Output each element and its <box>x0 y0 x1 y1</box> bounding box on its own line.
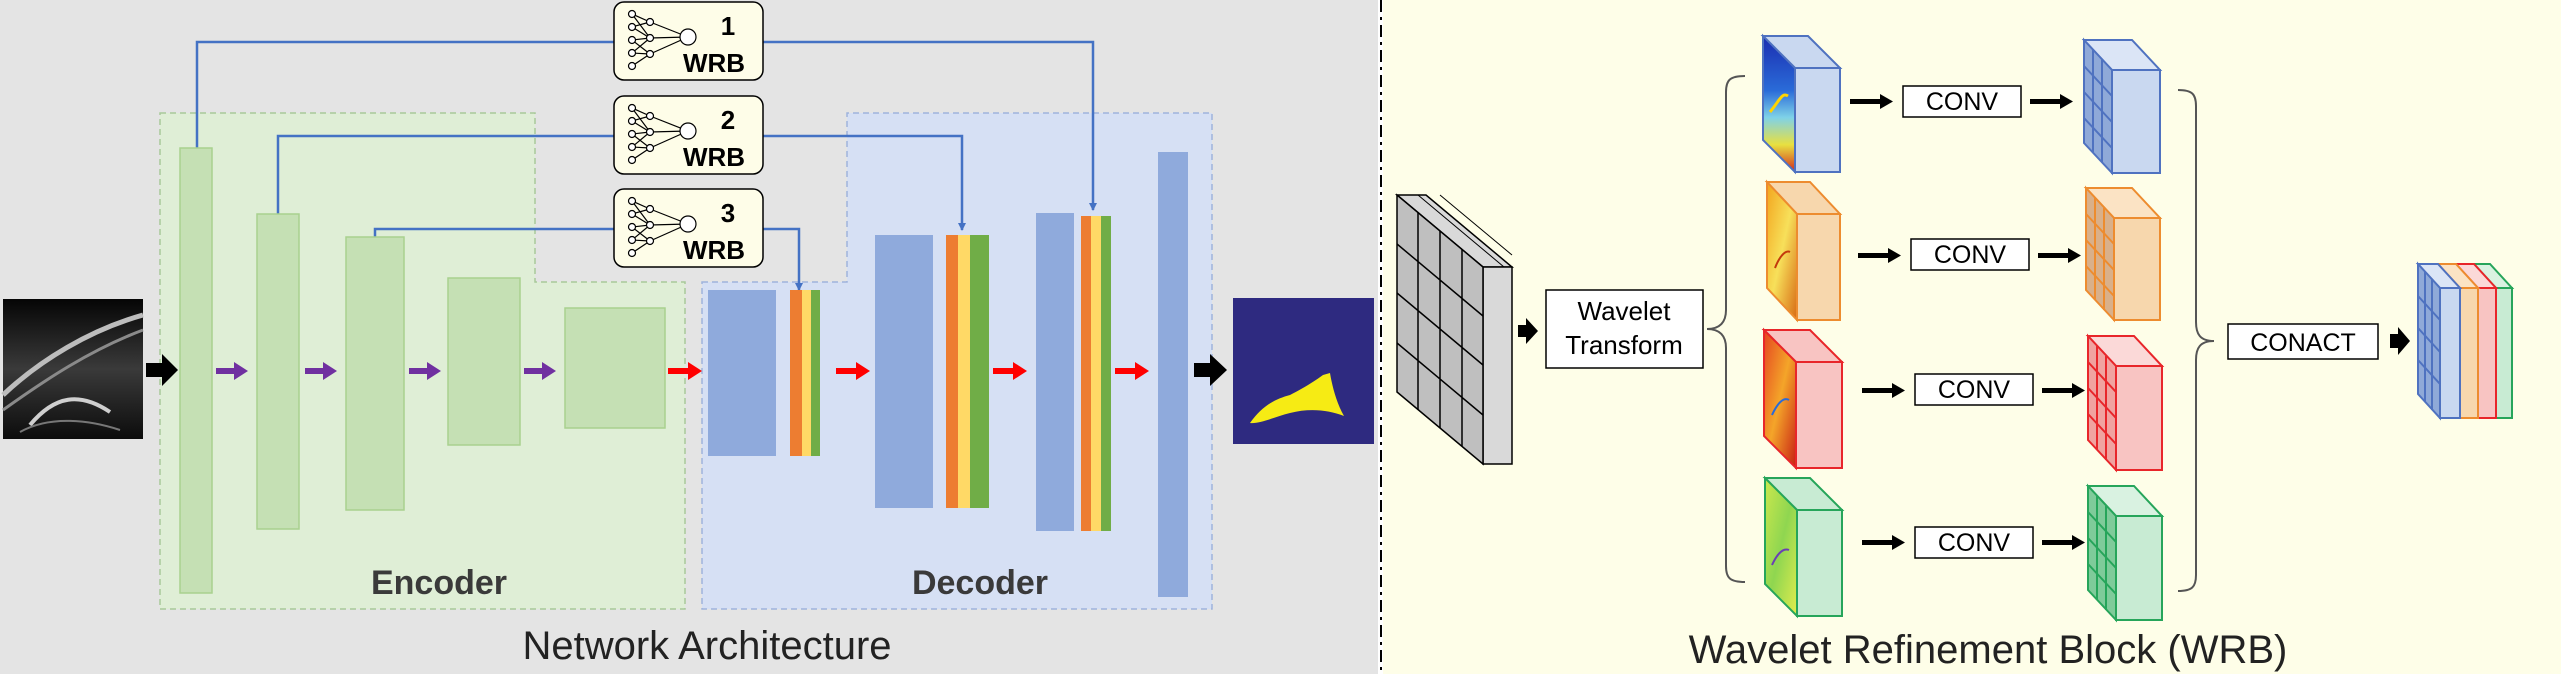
wrb-1-label: WRB <box>683 48 745 78</box>
right-panel-title: Wavelet Refinement Block (WRB) <box>1689 628 2288 672</box>
conv-box-green <box>1914 526 2034 559</box>
cube-to-transform-arrow <box>1518 318 1538 344</box>
output-arrow <box>1194 354 1227 386</box>
output-segmentation <box>1233 298 1374 444</box>
concat-box <box>2227 323 2379 360</box>
decoder-block-2 <box>875 235 933 508</box>
output-stacked-cube <box>2415 261 2515 421</box>
conv-box-red <box>1914 373 2034 406</box>
subband-green-image <box>1762 475 1845 619</box>
encoder-block-4 <box>447 277 521 446</box>
wrb-3-index: 3 <box>721 198 735 228</box>
conv-label-orange: CONV <box>1934 241 2007 269</box>
decoder-arrow-4 <box>1115 362 1149 380</box>
conv-to-feature-orange-arrow <box>2038 248 2081 263</box>
input-arrow <box>146 354 178 386</box>
skip-line-1 <box>195 40 614 148</box>
wrb-2-label: WRB <box>683 142 745 172</box>
encoder-block-5 <box>564 307 666 429</box>
subband-red-to-conv-arrow <box>1862 383 1905 398</box>
conv-to-feature-blue-arrow <box>2030 94 2073 109</box>
decoder-blocks <box>708 152 1188 597</box>
input-oct-image <box>1 299 144 439</box>
decoder-arrow-3 <box>993 362 1027 380</box>
conv-to-feature-green-arrow <box>2042 535 2085 550</box>
encoder-arrow-2 <box>305 362 337 380</box>
decoder-arrow-2 <box>836 362 870 380</box>
conv-label-blue: CONV <box>1926 88 1999 116</box>
concat-output-arrow <box>2390 327 2410 355</box>
concat-right-brace <box>2177 89 2215 592</box>
wavelet-transform-line1: Wavelet <box>1578 296 1672 326</box>
decoder-arrows <box>668 362 1149 380</box>
skip-connections <box>195 40 1097 291</box>
subband-orange-to-conv-arrow <box>1858 248 1901 263</box>
concat-label: CONACT <box>2250 329 2356 357</box>
subband-blue-to-conv-arrow <box>1850 94 1893 109</box>
encoder-arrows <box>216 362 556 380</box>
wrb-module-3: 3 WRB <box>613 188 764 268</box>
decoder-arrow-1 <box>668 362 702 380</box>
subband-orange-image <box>1764 179 1843 323</box>
wrb-1-index: 1 <box>721 11 735 41</box>
encoder-label: Encoder <box>371 564 507 602</box>
decoder-block-4 <box>1158 152 1188 597</box>
encoder-arrow-4 <box>524 362 556 380</box>
encoder-block-1 <box>179 147 213 594</box>
encoder-blocks <box>179 147 666 594</box>
encoder-block-2 <box>256 213 300 530</box>
wavelet-transform-box <box>1545 289 1704 369</box>
conv-box-orange <box>1910 238 2030 271</box>
wrb-module-1: 1 WRB <box>613 1 764 81</box>
encoder-arrow-1 <box>216 362 248 380</box>
feature-cube-orange <box>2083 185 2163 323</box>
decoder-block-1 <box>708 290 776 456</box>
subband-red-image <box>1761 327 1845 471</box>
feature-cube-green <box>2085 483 2165 623</box>
conv-box-blue <box>1902 85 2022 118</box>
conv-to-feature-red-arrow <box>2042 383 2085 398</box>
conv-label-green: CONV <box>1938 529 2011 557</box>
subband-blue-image <box>1760 33 1843 175</box>
wavelet-transform-line2: Transform <box>1565 330 1683 360</box>
conv-label-red: CONV <box>1938 376 2011 404</box>
wrb-2-index: 2 <box>721 105 735 135</box>
subband-left-brace <box>1706 75 1746 583</box>
encoder-arrow-3 <box>409 362 441 380</box>
encoder-block-3 <box>345 236 405 511</box>
feature-cube-red <box>2085 333 2165 473</box>
decoder-label: Decoder <box>912 564 1048 602</box>
input-feature-cube <box>1394 193 1515 466</box>
decoder-block-3 <box>1036 213 1074 531</box>
subband-green-to-conv-arrow <box>1862 535 1905 550</box>
wrb-3-label: WRB <box>683 235 745 265</box>
feature-cube-blue <box>2081 37 2163 176</box>
wrb-module-2: 2 WRB <box>613 95 764 175</box>
skip-line-2 <box>276 134 614 214</box>
skip-line-3 <box>373 227 614 237</box>
left-panel-title: Network Architecture <box>522 624 891 668</box>
